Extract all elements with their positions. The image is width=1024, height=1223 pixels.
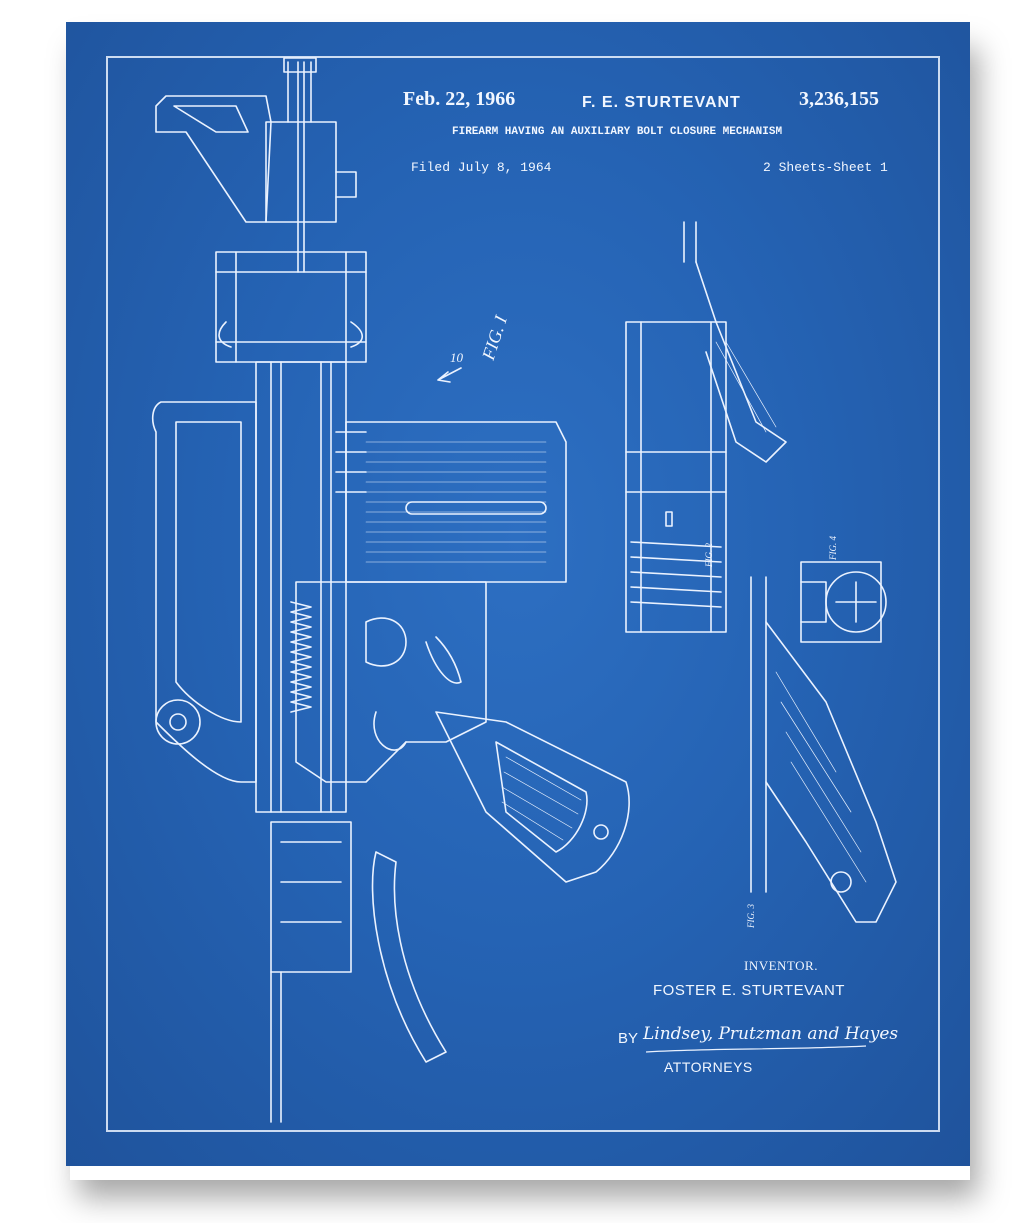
border-frame bbox=[106, 56, 940, 1132]
inventor-label: INVENTOR. bbox=[744, 958, 818, 973]
cartridges bbox=[335, 431, 367, 493]
fig3-rod bbox=[750, 576, 767, 893]
stock-inner bbox=[175, 421, 242, 723]
figure-4-drawing bbox=[800, 561, 887, 643]
trigger-guard bbox=[373, 711, 407, 751]
pistol-grip bbox=[435, 711, 630, 883]
fig2-top-rod bbox=[683, 221, 697, 263]
stock-screw-center bbox=[169, 713, 187, 731]
by-label: BY bbox=[618, 1030, 639, 1047]
patent-number: 3,236,155 bbox=[799, 88, 879, 110]
attorneys-label: ATTORNEYS bbox=[664, 1059, 753, 1075]
fig2-lever-hatch bbox=[715, 341, 777, 433]
fig2-tube bbox=[625, 321, 727, 633]
fig4-block bbox=[800, 561, 882, 643]
sheet-count: 2 Sheets-Sheet 1 bbox=[763, 160, 888, 175]
extension-ribs bbox=[280, 841, 342, 923]
barrel-lines bbox=[287, 61, 312, 273]
fig3-body bbox=[765, 621, 897, 923]
figure-3-drawing bbox=[750, 576, 897, 923]
fig3-hatching bbox=[775, 671, 867, 883]
fig3-roller bbox=[830, 871, 852, 893]
inventor-name: FOSTER E. STURTEVANT bbox=[653, 982, 845, 999]
grip-checkering bbox=[501, 756, 582, 841]
hammer bbox=[365, 617, 407, 667]
blueprint-print: Feb. 22, 1966 F. E. STURTEVANT 3,236,155… bbox=[66, 22, 970, 1166]
reference-10-arrow bbox=[437, 367, 462, 383]
magazine bbox=[345, 421, 567, 583]
lower-extension bbox=[270, 821, 352, 973]
attorneys-signature: Lindsey, Prutzman and Hayes bbox=[643, 1024, 899, 1044]
magazine-slot bbox=[405, 501, 547, 515]
lower-rod bbox=[270, 971, 282, 1123]
figure-1-rifle bbox=[151, 57, 630, 1123]
fig2-pin bbox=[665, 511, 673, 527]
sight-post bbox=[335, 171, 357, 198]
inventor-header: F. E. STURTEVANT bbox=[582, 94, 741, 111]
trigger bbox=[425, 636, 462, 684]
fig2-tube-walls bbox=[640, 321, 712, 633]
charging-arm bbox=[371, 851, 447, 1063]
muzzle bbox=[283, 57, 317, 73]
reference-10: 10 bbox=[450, 350, 463, 365]
figure-2-drawing bbox=[625, 221, 787, 633]
receiver-internals bbox=[270, 361, 332, 813]
fig2-threads bbox=[630, 541, 722, 608]
fig2-joint bbox=[625, 451, 727, 493]
signature-stroke bbox=[645, 1045, 867, 1053]
patent-date: Feb. 22, 1966 bbox=[403, 88, 516, 110]
filed-date: Filed July 8, 1964 bbox=[411, 160, 552, 175]
fig2-lever bbox=[695, 261, 787, 463]
fig4-crosshair bbox=[835, 581, 877, 623]
carry-handle-window bbox=[173, 105, 249, 133]
handguard-cap bbox=[218, 321, 364, 348]
stock-outline bbox=[151, 401, 257, 783]
patent-title: FIREARM HAVING AN AUXILIARY BOLT CLOSURE… bbox=[452, 126, 783, 138]
rifle-patent-drawing bbox=[151, 57, 897, 1123]
grip-panel bbox=[495, 741, 588, 853]
buffer-spring bbox=[290, 601, 312, 713]
signature-underline bbox=[645, 1045, 867, 1053]
magazine-hatching bbox=[365, 441, 547, 563]
grip-screw bbox=[593, 824, 609, 840]
handguard-ribs bbox=[215, 251, 367, 363]
stock-screw bbox=[155, 699, 201, 745]
fig4-insert bbox=[800, 581, 827, 623]
